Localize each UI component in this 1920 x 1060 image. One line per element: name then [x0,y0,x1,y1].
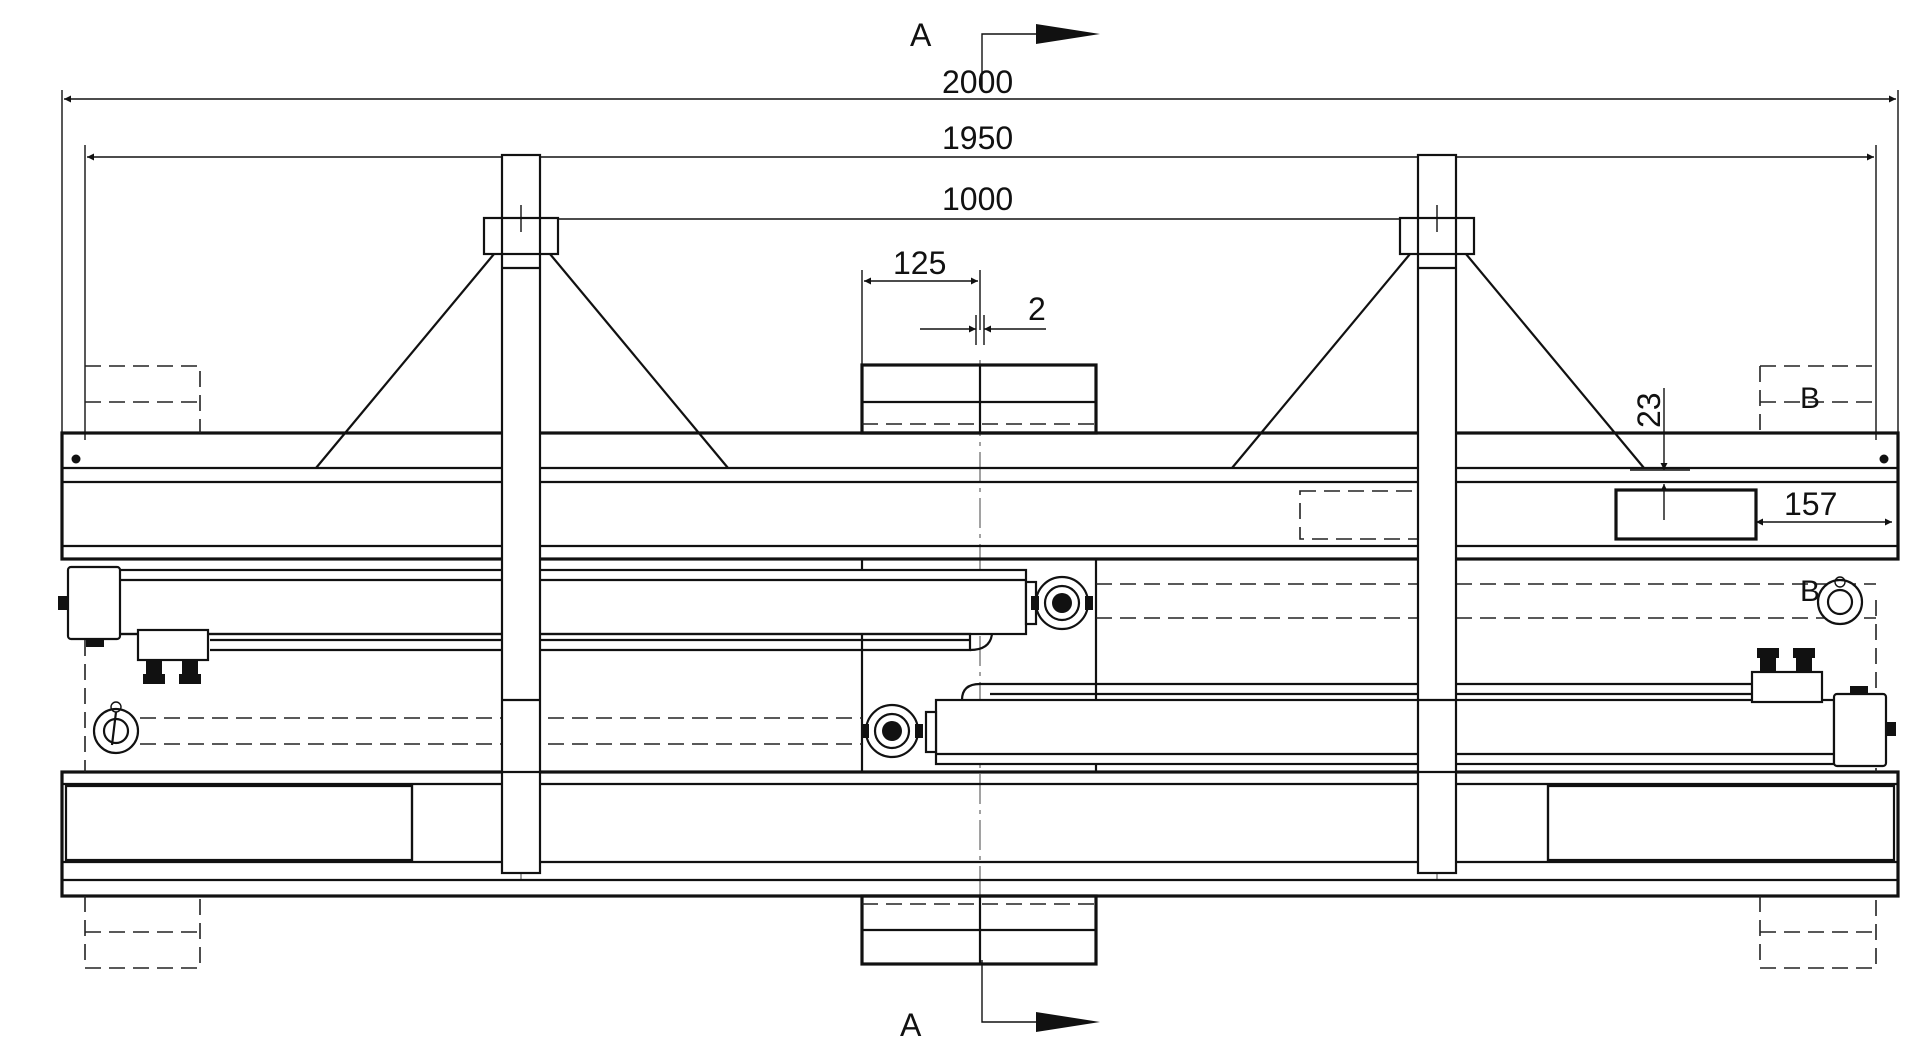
dimension-text-2000: 2000 [942,64,1013,100]
dimension-text-2: 2 [1028,291,1046,327]
dimension-post-spacing: 1000 [522,181,1436,223]
section-marker-a-bottom: A [900,960,1100,1043]
left-braces [315,253,729,469]
dimension-gap: 2 [920,291,1046,345]
upper-frame-beam [60,431,1900,561]
post-center-marks [520,205,1438,232]
lower-valve-block [1750,648,1824,704]
dimension-text-1000: 1000 [942,181,1013,217]
lower-hydraulic-cylinder [924,682,1836,766]
upper-hydraulic-cylinder [116,568,1038,652]
section-label-a-top: A [910,17,932,53]
dimension-inner-length: 1950 [84,120,1877,440]
corner-pad-top-left [85,365,201,433]
dimension-text-157: 157 [1784,486,1837,522]
dimension-slot-offset: 157 [1756,486,1892,526]
hidden-cylinder-lines [84,583,1877,772]
dimension-text-125: 125 [893,245,946,281]
corner-pad-bottom-right [1759,896,1877,969]
upper-swivel-joint [1031,575,1093,631]
dimension-text-23: 23 [1631,392,1667,428]
corner-pad-bottom-left [84,896,201,969]
lower-swivel-joint [861,703,923,759]
section-label-b-lower: B [1800,575,1820,608]
left-vertical-post [482,153,560,875]
upper-cylinder-end-block [58,565,122,647]
lower-center-block [860,894,1098,966]
right-pivot-eye: B [1800,575,1864,626]
section-label-a-bottom: A [900,1007,922,1043]
section-marker-a-top: A [910,17,1100,90]
dimension-text-1950: 1950 [942,120,1013,156]
dimension-vertical-offset: 23 [1630,388,1690,520]
corner-pad-top-right: B [1759,365,1876,433]
dimension-overall-length: 2000 [61,64,1899,440]
left-pivot-eye [92,701,140,755]
right-braces [1231,253,1645,469]
upper-center-block [860,363,1098,435]
section-label-b-upper: B [1800,382,1820,415]
lower-frame-beam [60,770,1900,898]
right-vertical-post [1398,153,1476,875]
upper-valve-block [136,628,210,684]
lower-cylinder-end-block [1832,686,1896,768]
dimension-center-offset: 125 [861,245,981,365]
